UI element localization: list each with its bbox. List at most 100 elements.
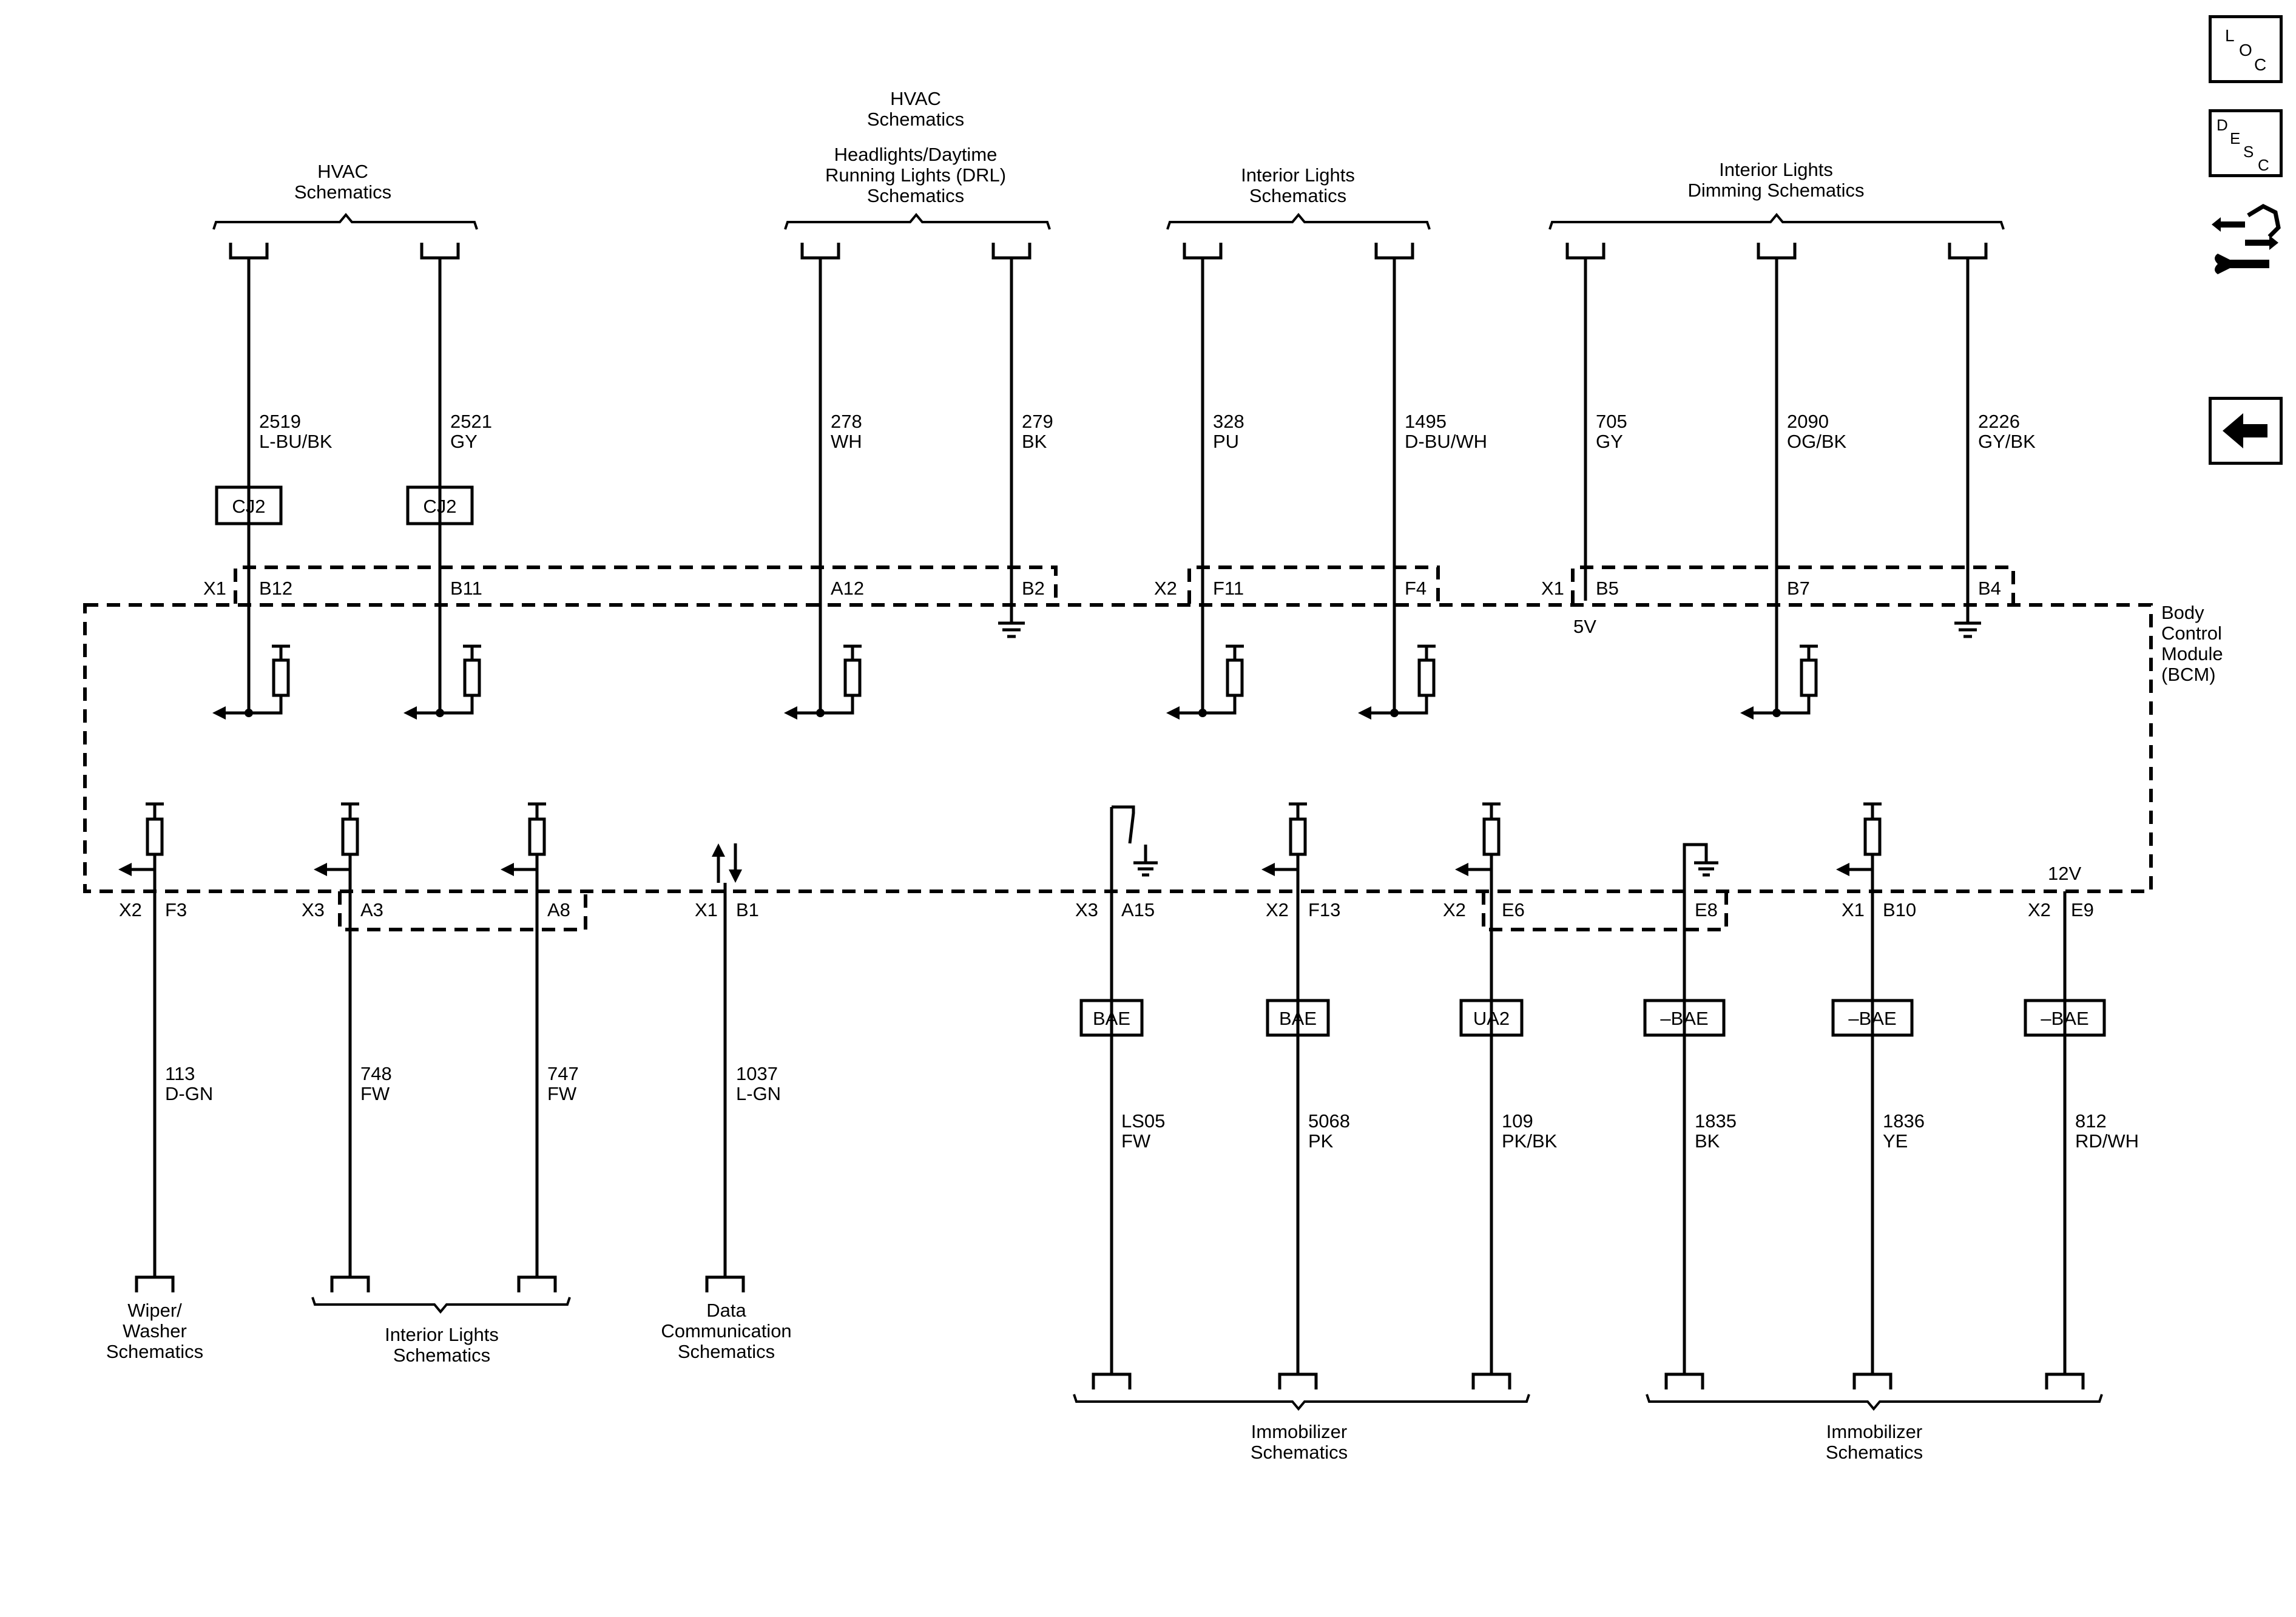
option-label: –BAE — [2041, 1008, 2088, 1029]
svg-text:C: C — [2254, 55, 2266, 74]
input-circuit — [403, 644, 481, 720]
circuit-number: 747 — [547, 1063, 579, 1084]
splice-box — [406, 485, 474, 525]
circuit-number: 279 — [1022, 411, 1053, 432]
wire-color: PU — [1213, 431, 1239, 452]
connector-outline — [1187, 565, 1440, 604]
module-label-line: (BCM) — [2161, 664, 2216, 685]
group-label-line: Interior Lights — [1719, 159, 1833, 180]
connector-tools-button[interactable] — [2206, 200, 2284, 285]
bcm-module-outline — [83, 603, 2153, 893]
bottom-group-immobilizer-2: Immobilizer Schematics — [1826, 1421, 1923, 1463]
pin-label: F3 — [165, 899, 187, 920]
group-label-line: Interior Lights — [385, 1324, 499, 1345]
connector-id: X1 — [1541, 578, 1564, 599]
group-label-line: Schematics — [1251, 1442, 1348, 1463]
ground-symbol — [998, 621, 1025, 638]
circuit-number: 1836 — [1883, 1110, 1925, 1132]
terminal — [330, 1275, 370, 1292]
back-button[interactable] — [2209, 397, 2283, 465]
description-button[interactable]: D E S C — [2209, 109, 2283, 177]
circuit-number: 278 — [831, 411, 862, 432]
input-circuit — [1261, 802, 1307, 876]
wire-color: YE — [1883, 1130, 1908, 1152]
input-circuit — [314, 802, 359, 876]
input-circuit — [1836, 802, 1882, 876]
svg-text:E: E — [2230, 129, 2240, 147]
splice-box — [215, 485, 283, 525]
option-label: –BAE — [1848, 1008, 1896, 1029]
circuit-number: 5068 — [1308, 1110, 1350, 1132]
connector-id: X2 — [1154, 578, 1177, 599]
circuit-number: 328 — [1213, 411, 1244, 432]
group-label-line: Schematics — [678, 1341, 775, 1362]
top-braces — [212, 212, 2005, 230]
connector-outline — [234, 565, 1058, 604]
option-box — [1831, 999, 1914, 1037]
circuit-number: 705 — [1596, 411, 1627, 432]
bcm-input-circuits — [212, 644, 1818, 720]
input-circuit — [118, 802, 164, 876]
input-circuit — [1740, 644, 1818, 720]
terminal — [135, 1275, 175, 1292]
brace — [1166, 212, 1431, 230]
terminal — [2045, 1372, 2085, 1389]
connector-id: X1 — [695, 899, 718, 920]
bottom-group-immobilizer-1: Immobilizer Schematics — [1251, 1421, 1348, 1463]
wire-color: FW — [1121, 1130, 1151, 1152]
wire-color: GY/BK — [1978, 431, 2036, 452]
wire-color: OG/BK — [1787, 431, 1847, 452]
pin-label: F13 — [1308, 899, 1340, 920]
group-label-line: Schematics — [1249, 185, 1346, 206]
terminal — [1183, 243, 1223, 260]
option-box — [1643, 999, 1726, 1037]
terminal — [1757, 243, 1797, 260]
wire-color: L-GN — [736, 1083, 781, 1104]
input-circuit — [212, 644, 290, 720]
input-circuit — [501, 802, 546, 876]
option-box — [1266, 999, 1330, 1037]
terminal — [705, 1275, 745, 1292]
brace — [1548, 212, 2005, 230]
top-wire-labels: 2519 L-BU/BK 2521 GY 278 WH 279 BK 328 P… — [232, 411, 2036, 517]
circuit-number: 748 — [360, 1063, 392, 1084]
pin-label: E8 — [1695, 899, 1718, 920]
bottom-group-wiper: Wiper/ Washer Schematics — [106, 1300, 203, 1362]
group-label-line: Immobilizer — [1251, 1421, 1347, 1442]
group-label-line: HVAC — [890, 88, 941, 109]
desc-icon: D E S C — [2217, 116, 2269, 174]
wire-color: D-GN — [165, 1083, 213, 1104]
top-group-drl: HVAC Schematics Headlights/Daytime Runni… — [825, 88, 1006, 206]
circuit-number: 2519 — [259, 411, 301, 432]
bottom-wire-labels: 113 D-GN 748 FW 747 FW 1037 L-GN LS05 FW… — [165, 1008, 2139, 1152]
group-label-line: Headlights/Daytime — [834, 144, 998, 165]
connector-id: X2 — [1266, 899, 1289, 920]
wire-color: D-BU/WH — [1405, 431, 1487, 452]
pin-label: B2 — [1022, 578, 1045, 599]
svg-text:C: C — [2258, 156, 2269, 174]
option-label: BAE — [1093, 1008, 1130, 1029]
pin-label: B1 — [736, 899, 759, 920]
serial-data-arrows — [712, 843, 742, 883]
pin-label: B5 — [1596, 578, 1619, 599]
pin-label: A8 — [547, 899, 570, 920]
pin-label: E6 — [1502, 899, 1525, 920]
group-label-line: Schematics — [106, 1341, 203, 1362]
circuit-number: 2521 — [450, 411, 492, 432]
option-label: UA2 — [1473, 1008, 1510, 1029]
connector-id: X1 — [1842, 899, 1865, 920]
connector-id: X3 — [1075, 899, 1098, 920]
bcm-bottom-circuits: 12V — [118, 802, 2081, 892]
option-label: BAE — [1279, 1008, 1317, 1029]
wire-color: L-BU/BK — [259, 431, 333, 452]
top-wiring — [215, 243, 1988, 713]
wire-color: FW — [360, 1083, 390, 1104]
input-circuit — [1455, 802, 1501, 876]
location-button[interactable]: L O C — [2209, 15, 2283, 83]
brace — [212, 212, 478, 230]
circuit-number: 812 — [2075, 1110, 2107, 1132]
group-label-line: Schematics — [867, 109, 964, 130]
terminal — [991, 243, 1032, 260]
wire-color: BK — [1022, 431, 1047, 452]
svg-text:O: O — [2239, 41, 2252, 59]
